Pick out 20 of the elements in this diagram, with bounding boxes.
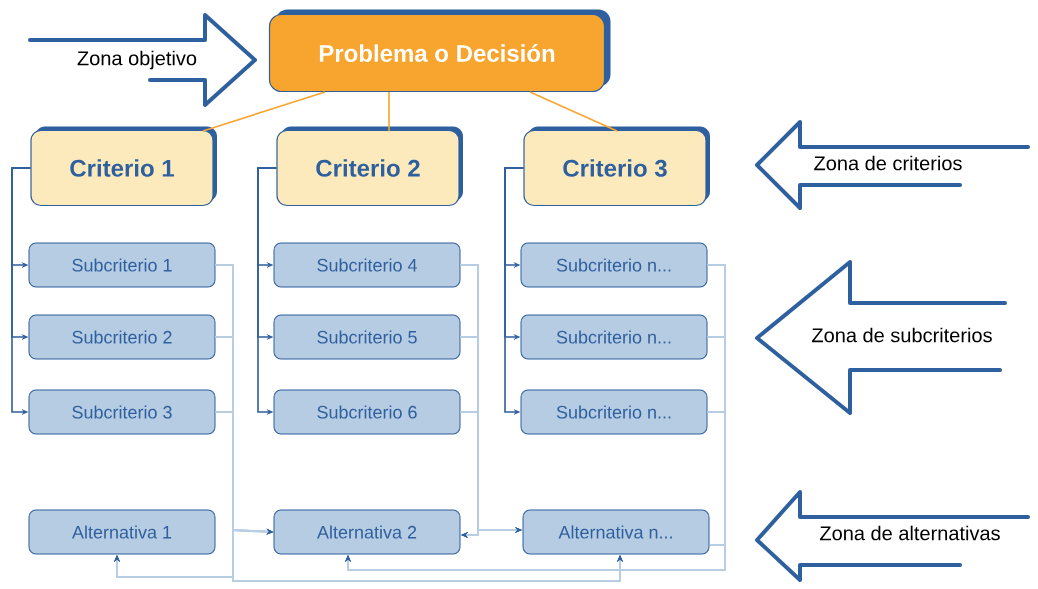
zone-label: Zona objetivo [75,49,199,71]
zone-label: Zona de subcriterios [810,326,994,344]
alternative-box: Alternativa n... [522,509,710,555]
subcriterion-box: Subcriterio n... [520,242,708,288]
alternative-box: Alternativa 2 [273,509,461,555]
alternative-box: Alternativa 1 [28,509,216,555]
subcriterion-box: Subcriterio 4 [273,242,461,288]
subcriterion-box: Subcriterio n... [520,314,708,360]
subcriterion-box: Subcriterio n... [520,389,708,435]
subcriterion-box: Subcriterio 2 [28,314,216,360]
criterion-box: Criterio 1 [30,126,217,207]
criterion-box: Criterio 2 [276,126,463,207]
problem-box: Problema o Decisión [268,9,611,93]
criterion-box: Criterio 3 [523,126,710,207]
zone-label: Zona de alternativas [818,524,1002,542]
subcriterion-box: Subcriterio 1 [28,242,216,288]
subcriterion-box: Subcriterio 5 [273,314,461,360]
subcriterion-box: Subcriterio 6 [273,389,461,435]
subcriterion-box: Subcriterio 3 [28,389,216,435]
zone-label: Zona de criterios [812,154,964,172]
